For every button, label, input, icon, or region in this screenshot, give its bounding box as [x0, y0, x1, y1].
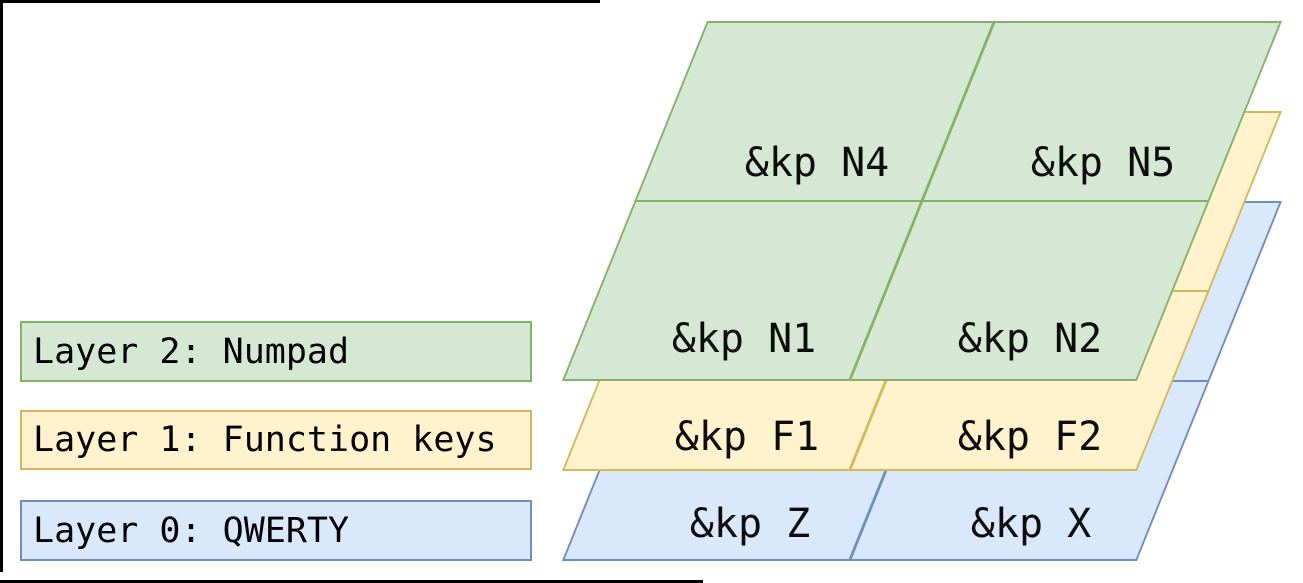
- key-binding-z: &kp Z: [689, 501, 811, 547]
- frame-border-top: [0, 0, 600, 3]
- legend-layer-2-label: Layer 2: Numpad: [33, 331, 350, 372]
- frame-border-bottom: [0, 580, 703, 583]
- key-binding-n5: &kp N5: [1030, 140, 1176, 186]
- key-binding-n4: &kp N4: [744, 140, 890, 186]
- legend-layer-1: Layer 1: Function keys: [20, 410, 532, 470]
- key-binding-f2: &kp F2: [957, 414, 1103, 460]
- key-binding-n1: &kp N1: [671, 316, 817, 362]
- key-binding-f1: &kp F1: [674, 414, 820, 460]
- key-binding-n2: &kp N2: [957, 316, 1103, 362]
- legend-layer-0: Layer 0: QWERTY: [20, 500, 532, 561]
- frame-border-left: [0, 0, 3, 572]
- legend-layer-1-label: Layer 1: Function keys: [33, 420, 497, 460]
- key-binding-x: &kp X: [970, 501, 1092, 547]
- legend-layer-0-label: Layer 0: QWERTY: [33, 510, 350, 551]
- legend-layer-2: Layer 2: Numpad: [20, 321, 532, 382]
